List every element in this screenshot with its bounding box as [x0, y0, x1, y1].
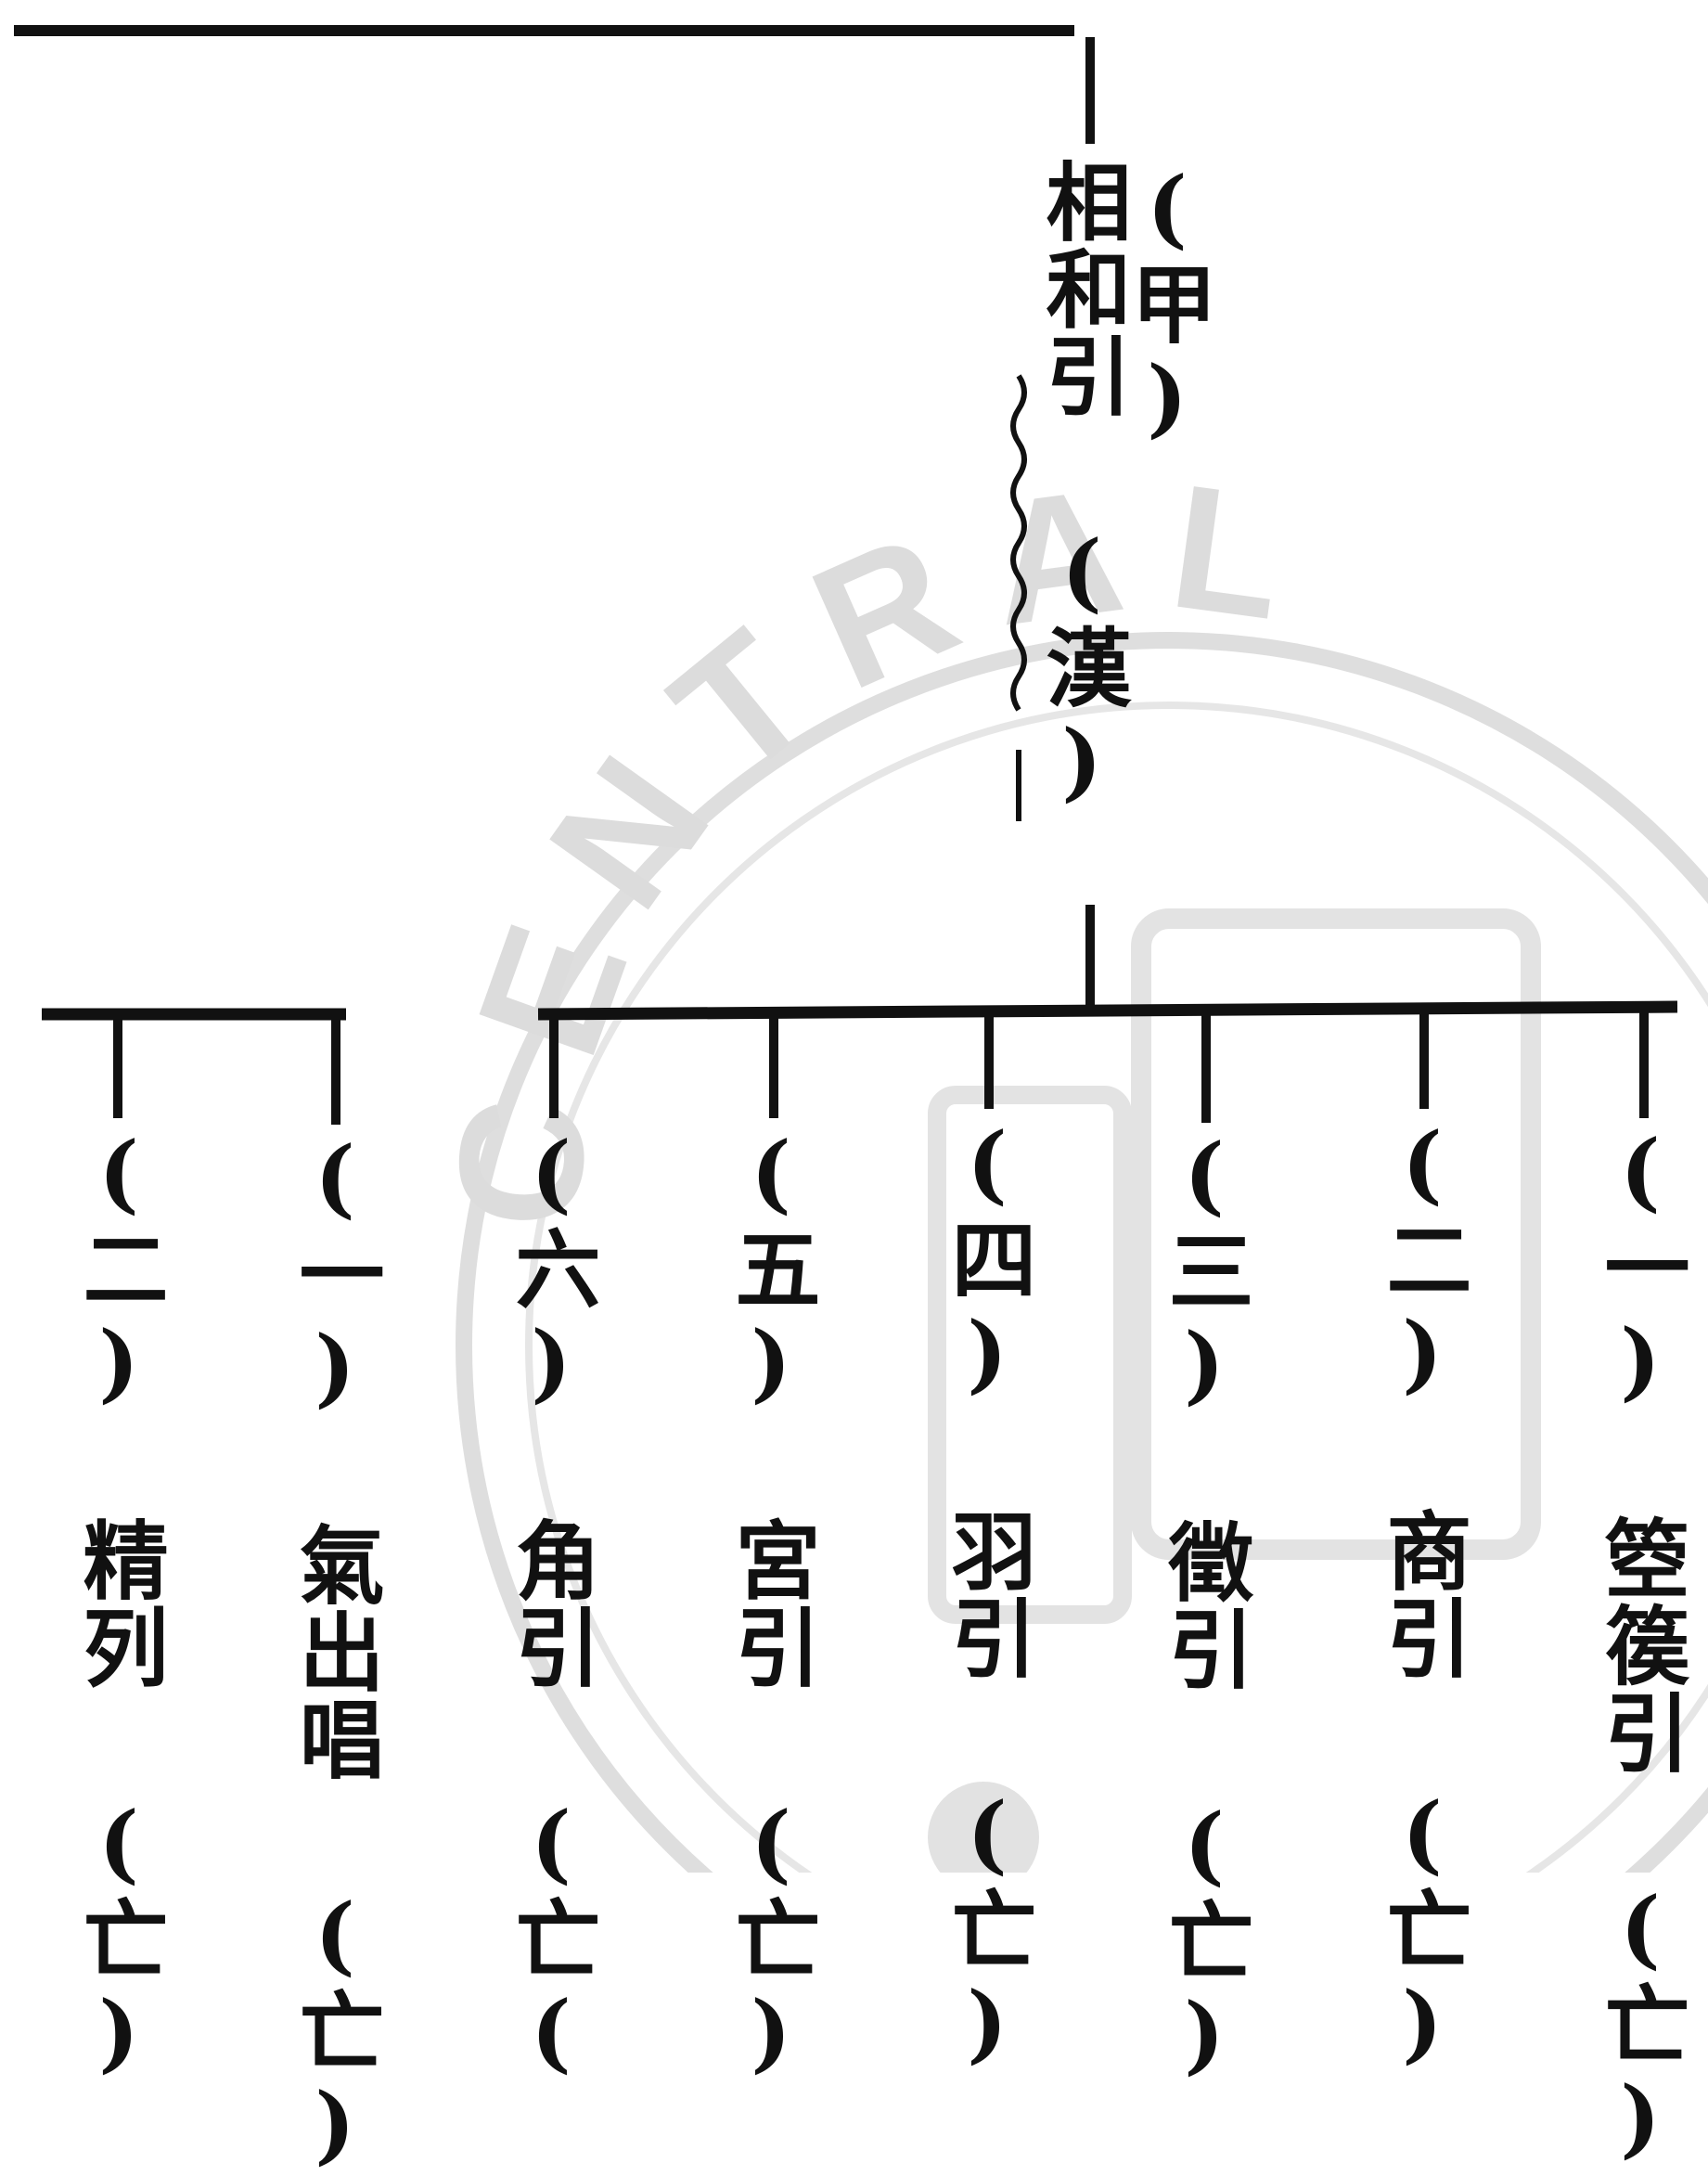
root-dynasty: (漢)	[1032, 521, 1132, 813]
node-number: (六)	[501, 1123, 601, 1414]
right-node-1: (一) 箜篌引 (亡)	[1590, 1121, 1690, 2170]
node-title: 角引	[501, 1516, 601, 1691]
node-status: (亡(	[501, 1793, 601, 2084]
node-status: (亡)	[1590, 1878, 1690, 2170]
node-number: (一)	[285, 1127, 385, 1419]
right-node-3: (三) 徵引 (亡)	[1154, 1125, 1254, 2086]
tree-connectors	[14, 25, 1678, 1125]
node-number: (二)	[69, 1123, 169, 1414]
node-number: (五)	[721, 1123, 821, 1414]
node-title: 徵引	[1154, 1518, 1254, 1693]
left-node-2: (二) 精列 (亡)	[69, 1123, 169, 2084]
node-number: (二)	[1372, 1114, 1472, 1405]
root-number: (甲)	[1117, 158, 1217, 449]
node-title: 商引	[1372, 1507, 1472, 1681]
node-title: 箜篌引	[1590, 1514, 1690, 1776]
right-node-2: (二) 商引 (亡)	[1372, 1114, 1472, 2075]
node-number: (四)	[937, 1114, 1037, 1405]
right-node-5: (五) 宮引 (亡)	[721, 1123, 821, 2084]
node-status: (亡)	[721, 1793, 821, 2084]
node-title: 精列	[69, 1516, 169, 1691]
node-title: 羽引	[937, 1507, 1037, 1681]
node-status: (亡)	[1154, 1795, 1254, 2086]
right-node-4: (四) 羽引 (亡)	[937, 1114, 1037, 2075]
node-number: (一)	[1590, 1121, 1690, 1412]
right-node-6: (六) 角引 (亡(	[501, 1123, 601, 2084]
node-status: (亡)	[285, 1885, 385, 2176]
root-title: 相和引	[1032, 158, 1132, 419]
node-status: (亡)	[937, 1783, 1037, 2075]
left-node-1: (一) 氣出唱 (亡)	[285, 1127, 385, 2176]
node-title: 宮引	[721, 1516, 821, 1691]
right-branch-bar	[537, 1000, 1678, 1021]
title-wavy-mark-root	[1010, 374, 1027, 712]
library-seal-watermark: CENTRAL	[419, 446, 1708, 1873]
node-status: (亡)	[1372, 1783, 1472, 2075]
node-number: (三)	[1154, 1125, 1254, 1416]
node-title: 氣出唱	[285, 1521, 385, 1783]
node-status: (亡)	[69, 1793, 169, 2084]
root-node: (甲) 相和引 (漢)	[1032, 158, 1217, 813]
